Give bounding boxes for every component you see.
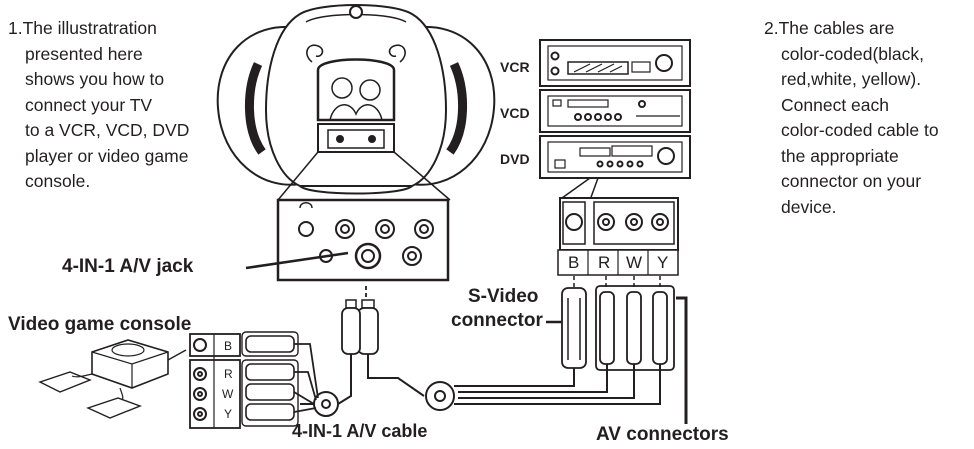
av-jack-yellow <box>414 219 434 239</box>
left-note-line: shows you how to <box>25 69 165 89</box>
letter-w-right: W <box>626 253 642 272</box>
right-note-line: color-coded cable to <box>781 120 939 140</box>
left-note-line: console. <box>25 171 91 191</box>
letter-b-left: B <box>224 339 232 353</box>
av-connectors-callout: AV connectors <box>596 424 729 445</box>
right-note-line: 2.The cables are <box>764 18 895 38</box>
four-in-one-jack <box>354 242 382 270</box>
dvd-label: DVD <box>500 151 530 167</box>
dvd-unit <box>539 135 691 179</box>
left-note-line: connect your TV <box>25 94 153 115</box>
letter-r-left: R <box>224 367 233 381</box>
right-note-line: color-coded(black, <box>781 43 924 64</box>
right-note-line: connector on your <box>781 171 922 191</box>
tv-set <box>216 4 496 195</box>
vcr-label: VCR <box>500 59 530 75</box>
cable-callout: 4-IN-1 A/V cable <box>292 421 428 441</box>
letter-r-right: R <box>598 253 610 272</box>
vcr-unit <box>539 39 691 87</box>
antenna-icon <box>402 246 422 266</box>
left-note-line: to a VCR, VCD, DVD <box>25 120 190 140</box>
gamepad-icon <box>86 387 142 419</box>
right-instruction: 2.The cables are color-coded(black, red,… <box>764 16 939 220</box>
av-jack-white <box>335 219 355 239</box>
svideo-plug-right <box>561 287 587 369</box>
letter-b-right: B <box>568 253 579 272</box>
left-note-line: 1.The illustratration <box>8 18 157 38</box>
gamepad-icon <box>38 371 93 393</box>
vcd-unit <box>539 89 691 133</box>
left-note-line: presented here <box>25 43 143 64</box>
letter-w-left: W <box>222 387 234 401</box>
av-jack-red <box>375 219 395 239</box>
jack-callout: 4-IN-1 A/V jack <box>62 256 194 277</box>
left-instruction: 1.The illustratration presented here sho… <box>8 16 189 195</box>
letter-y-right: Y <box>657 253 668 272</box>
letter-y-left: Y <box>224 407 232 421</box>
headphone-jack-icon <box>298 202 314 237</box>
console-callout: Video game console <box>8 314 192 335</box>
svideo-callout-line2: connector <box>451 310 543 331</box>
right-note-line: Connect each <box>781 94 889 115</box>
right-note-line: red,white, yellow). <box>781 69 922 89</box>
right-note-line: device. <box>781 196 837 217</box>
right-note-line: the appropriate <box>781 145 899 166</box>
game-console-icon <box>91 339 187 389</box>
rca-plugs-right <box>599 291 668 365</box>
vcd-label: VCD <box>500 105 530 121</box>
left-note-line: player or video game <box>25 145 189 166</box>
svideo-callout-line1: S-Video <box>468 286 539 307</box>
